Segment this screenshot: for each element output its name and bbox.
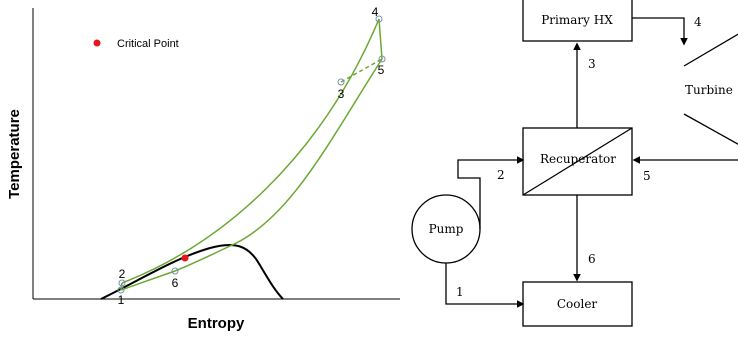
state-label-6: 6 <box>172 276 179 290</box>
cycle-schematic: Primary HX Recuperator Cooler Pump Turbi… <box>411 0 738 327</box>
stream-label-2: 2 <box>497 168 505 182</box>
stream-label-1: 1 <box>456 285 464 299</box>
state-markers <box>117 15 386 294</box>
state-label-4: 4 <box>372 5 379 19</box>
state-label-3: 3 <box>338 87 345 101</box>
saturation-dome <box>100 243 284 300</box>
state-4-marker <box>375 15 383 23</box>
stream-4-line <box>632 17 688 46</box>
stream-label-3: 3 <box>588 57 596 71</box>
state-label-5: 5 <box>378 63 385 77</box>
primary-hx-box <box>522 0 633 42</box>
turbine-label: Turbine <box>685 83 733 97</box>
state-5-marker <box>378 55 386 63</box>
stream-2-line <box>457 156 525 229</box>
state-3-marker <box>337 78 345 86</box>
process-1-2 <box>120 282 123 291</box>
recuperator-label: Recuperator <box>540 152 616 166</box>
stream-1-line <box>445 263 525 308</box>
critical-point <box>181 254 189 262</box>
process-5-6 <box>174 58 383 272</box>
cycle-lines <box>120 18 383 291</box>
turbine-body <box>683 33 738 145</box>
process-3-5-dashed <box>340 58 383 83</box>
pump-label: Pump <box>429 222 464 236</box>
process-2-4 <box>121 18 380 284</box>
cooler-label: Cooler <box>557 297 598 311</box>
process-4-5 <box>378 18 383 60</box>
stream-label-4: 4 <box>694 15 702 29</box>
legend-critical-point-marker <box>93 39 101 47</box>
state-label-1: 1 <box>118 293 125 307</box>
stream-label-6: 6 <box>588 252 596 266</box>
state-label-2: 2 <box>119 267 126 281</box>
ts-diagram: Temperature Entropy Critical Point <box>6 5 400 332</box>
state-6-marker <box>171 267 179 275</box>
state-1-marker <box>117 286 125 294</box>
stream-label-5: 5 <box>643 169 651 183</box>
recuperator-diagonal <box>522 127 633 196</box>
y-axis-label: Temperature <box>6 109 23 199</box>
legend-critical-point-label: Critical Point <box>117 38 179 50</box>
x-axis-label: Entropy <box>188 315 245 332</box>
process-6-1 <box>120 270 176 291</box>
primary-hx-label: Primary HX <box>541 13 613 27</box>
state-2-marker <box>118 279 126 287</box>
